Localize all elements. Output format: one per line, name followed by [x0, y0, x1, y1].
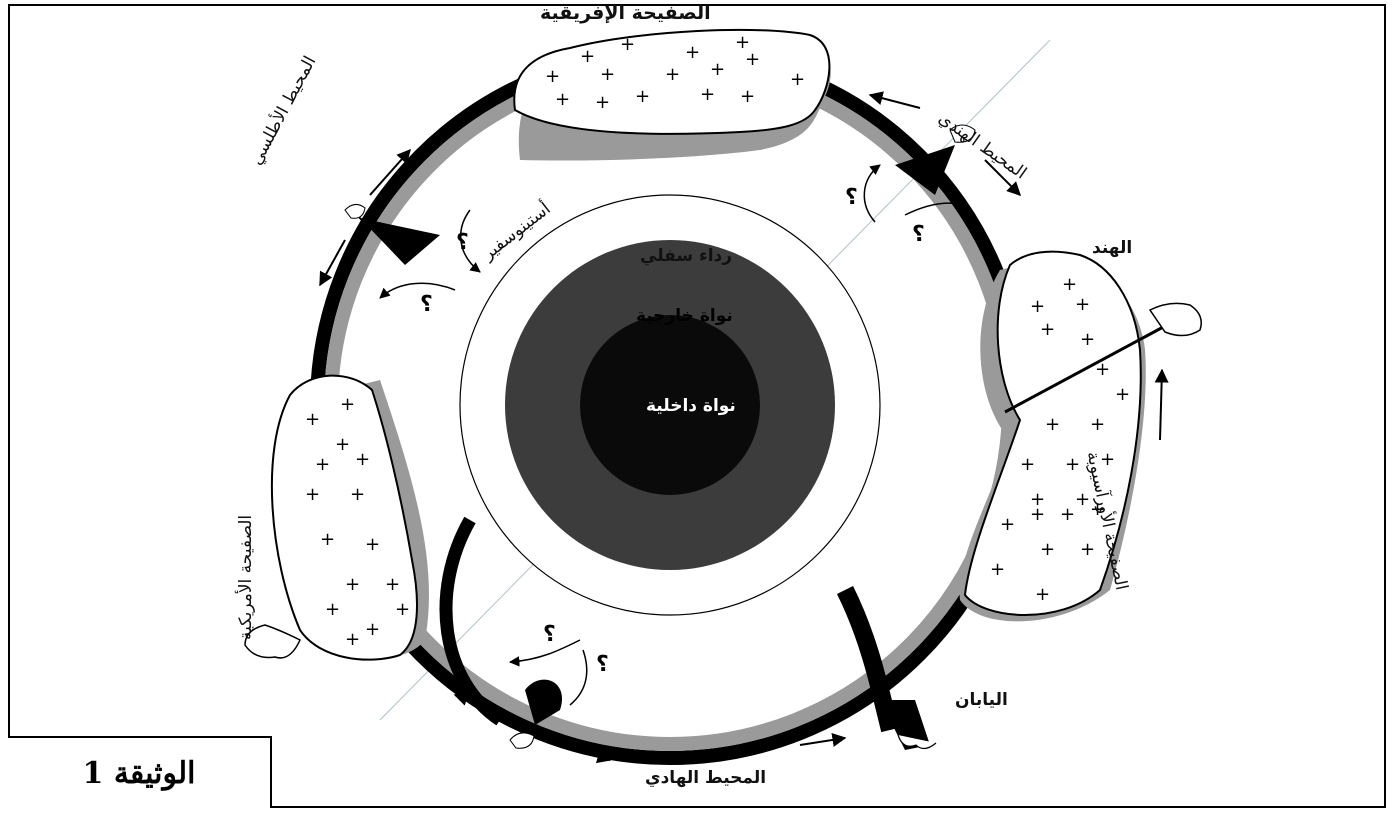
svg-text:+: + [600, 64, 615, 85]
svg-text:+: + [1030, 296, 1045, 317]
svg-text:+: + [545, 66, 560, 87]
question-mark: ؟ [912, 222, 925, 247]
document-label: الوثيقة 1 [83, 756, 196, 791]
document-label-box: الوثيقة 1 [8, 736, 272, 808]
svg-text:+: + [555, 89, 570, 110]
svg-text:+: + [325, 599, 340, 620]
svg-text:+: + [1075, 489, 1090, 510]
svg-text:+: + [345, 629, 360, 650]
svg-text:+: + [1020, 454, 1035, 475]
svg-text:+: + [1000, 514, 1015, 535]
label-lower-mantle: رداء سفلي [640, 248, 732, 265]
svg-text:+: + [345, 574, 360, 595]
svg-text:+: + [745, 49, 760, 70]
question-mark: ؟ [845, 185, 858, 210]
svg-text:+: + [350, 484, 365, 505]
svg-text:+: + [1115, 384, 1130, 405]
question-mark: ؟ [420, 292, 433, 317]
question-mark: ؟ [456, 230, 469, 255]
svg-text:+: + [1040, 539, 1055, 560]
svg-text:+: + [580, 46, 595, 67]
svg-text:+: + [1045, 414, 1060, 435]
svg-text:+: + [385, 574, 400, 595]
svg-text:+: + [595, 92, 610, 113]
svg-text:+: + [1030, 504, 1045, 525]
svg-text:+: + [1075, 294, 1090, 315]
label-american-plate: الصفيحة الأمريكية [238, 515, 255, 640]
svg-text:+: + [1062, 274, 1077, 295]
svg-text:+: + [1060, 504, 1075, 525]
svg-text:+: + [685, 42, 700, 63]
svg-text:+: + [355, 449, 370, 470]
svg-text:+: + [340, 394, 355, 415]
svg-text:+: + [1035, 584, 1050, 605]
question-mark: ؟ [596, 652, 609, 677]
svg-text:+: + [620, 34, 635, 55]
label-japan: اليابان [955, 692, 1008, 709]
svg-text:+: + [315, 454, 330, 475]
svg-text:+: + [395, 599, 410, 620]
question-mark: ؟ [543, 622, 556, 647]
label-african-plate: الصفيحة الإفريقية [540, 4, 711, 23]
svg-text:+: + [665, 64, 680, 85]
svg-text:+: + [335, 434, 350, 455]
svg-text:+: + [710, 59, 725, 80]
svg-text:+: + [365, 619, 380, 640]
svg-text:+: + [305, 484, 320, 505]
svg-text:+: + [365, 534, 380, 555]
label-outer-core: نواة خارجية [636, 308, 733, 325]
svg-text:+: + [635, 86, 650, 107]
svg-text:+: + [1065, 454, 1080, 475]
svg-text:+: + [740, 86, 755, 107]
label-india: الهند [1092, 240, 1132, 257]
svg-text:+: + [1080, 539, 1095, 560]
svg-text:+: + [1040, 319, 1055, 340]
svg-text:+: + [305, 409, 320, 430]
svg-text:+: + [700, 84, 715, 105]
svg-text:+: + [1080, 329, 1095, 350]
svg-text:+: + [320, 529, 335, 550]
svg-text:+: + [790, 69, 805, 90]
label-pacific-ocean: المحيط الهادي [645, 770, 766, 787]
svg-text:+: + [1095, 359, 1110, 380]
label-inner-core: نواة داخلية [646, 398, 736, 415]
svg-text:+: + [990, 559, 1005, 580]
svg-text:+: + [1090, 414, 1105, 435]
